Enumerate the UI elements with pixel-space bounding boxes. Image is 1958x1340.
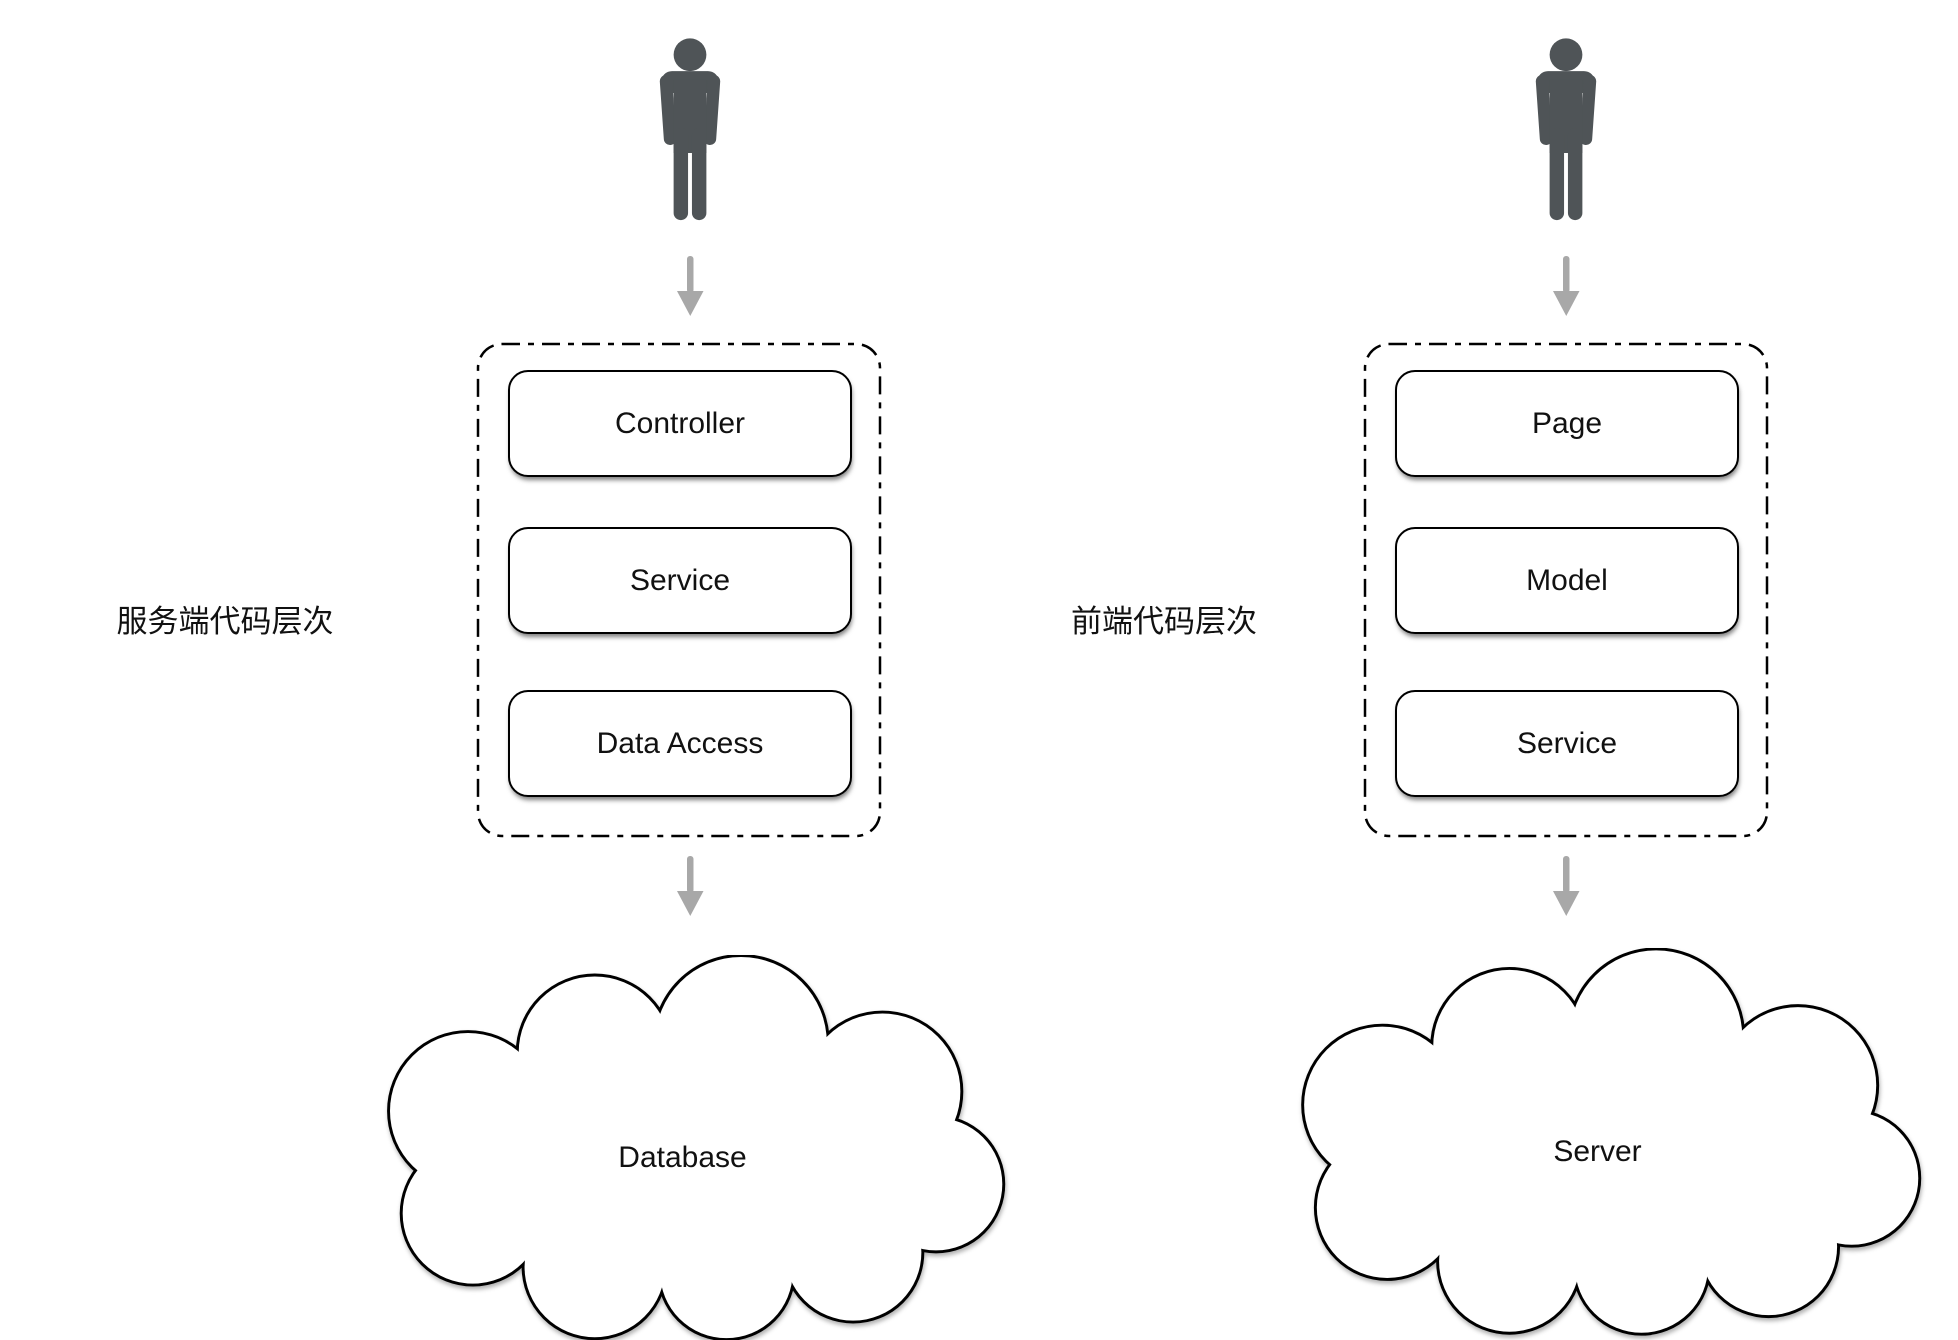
front-end-column: Page Model Service 前端代码层次 Server [1000, 0, 1958, 1340]
side-label-server-code: 服务端代码层次 [116, 604, 334, 639]
layer-box-label: Model [1526, 563, 1608, 597]
database-cloud: Database [350, 955, 1015, 1340]
arrow-down-icon [677, 256, 704, 316]
server-cloud: Server [1265, 948, 1930, 1340]
layer-box-label: Service [1516, 726, 1618, 760]
layer-box-label: Page [1531, 406, 1603, 440]
arrow-down-icon [677, 856, 704, 916]
layer-box-label: Controller [614, 406, 746, 440]
layer-box-controller: Controller [508, 370, 852, 477]
server-side-column: Controller Service Data Access 服务端代码层次 D… [116, 38, 1100, 1340]
layer-box-label: Data Access [596, 726, 764, 760]
person-icon [1535, 38, 1597, 221]
layer-box-label: Service [629, 563, 731, 597]
arrow-down-icon [1553, 256, 1580, 316]
layer-box-page: Page [1395, 370, 1739, 477]
person-icon [659, 38, 721, 221]
cloud-label: Database [618, 1141, 747, 1174]
cloud-label: Server [1553, 1135, 1642, 1168]
layer-box-model: Model [1395, 527, 1739, 634]
side-label-frontend-code: 前端代码层次 [1071, 604, 1257, 639]
layer-group-frame [476, 342, 882, 838]
arrow-down-icon [1553, 856, 1580, 916]
layer-group-frame [1363, 342, 1769, 838]
layer-box-data-access: Data Access [508, 690, 852, 797]
layer-box-service: Service [508, 527, 852, 634]
layer-box-service: Service [1395, 690, 1739, 797]
